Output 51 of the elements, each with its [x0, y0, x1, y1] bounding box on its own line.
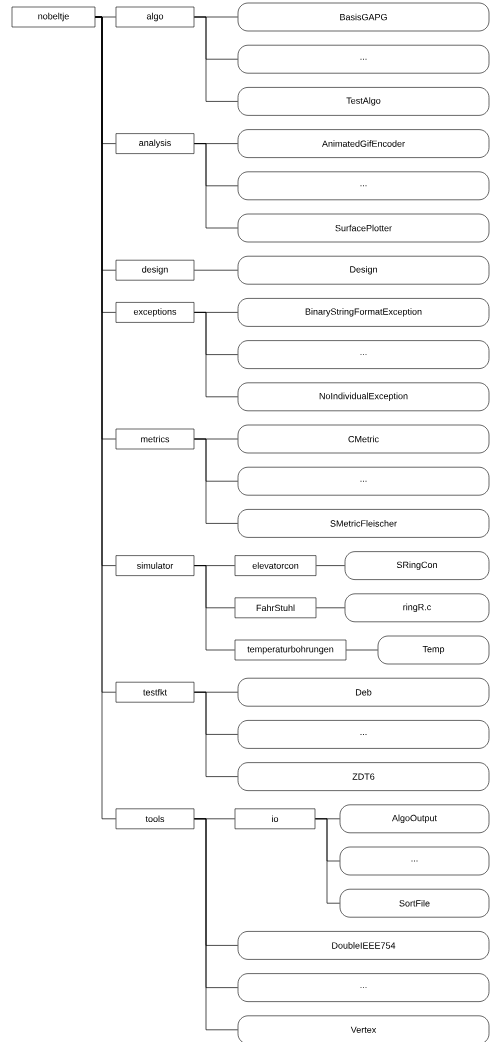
class-box: CMetric — [237, 424, 490, 454]
folder-box: FahrStuhl — [234, 597, 317, 619]
class-box: ringR.c — [344, 593, 490, 623]
connector-line — [193, 269, 239, 271]
class-box: SMetricFleischer — [237, 509, 490, 538]
folder-box: tools — [115, 808, 195, 830]
class-box: Temp — [377, 635, 490, 665]
folder-box: analysis — [115, 133, 195, 154]
class-box: DoubleIEEE754 — [237, 931, 490, 960]
class-box: SurfacePlotter — [237, 213, 490, 243]
folder-box: nobeltje — [11, 6, 96, 28]
class-box: SortFile — [339, 888, 490, 918]
connector-line — [193, 438, 239, 524]
class-box: NoIndividualException — [237, 382, 490, 412]
class-box: ... — [237, 973, 490, 1002]
class-box: ... — [339, 846, 490, 876]
folder-box: metrics — [115, 428, 195, 450]
folder-box: elevatorcon — [234, 555, 317, 576]
class-box: ... — [237, 466, 490, 496]
class-box: Design — [237, 255, 490, 285]
folder-box: algo — [115, 6, 195, 28]
class-box: SRingCon — [344, 551, 490, 580]
folder-box: testfkt — [115, 681, 195, 703]
connector-line — [345, 649, 379, 651]
class-box: Vertex — [237, 1015, 490, 1042]
class-box: ZDT6 — [237, 762, 490, 791]
class-box: ... — [237, 340, 490, 369]
connector-line — [315, 565, 346, 566]
connector-line — [193, 312, 239, 398]
connector-line — [193, 565, 236, 651]
class-box: BinaryStringFormatException — [237, 298, 490, 327]
folder-box: temperaturbohrungen — [234, 639, 347, 661]
class-box: ... — [237, 171, 490, 201]
class-box: ... — [237, 720, 490, 749]
class-box: TestAlgo — [237, 87, 490, 116]
folder-box: simulator — [115, 555, 195, 576]
folder-box: io — [234, 808, 316, 830]
connector-line — [94, 16, 117, 820]
folder-box: exceptions — [115, 302, 195, 323]
connector-line — [193, 818, 239, 1031]
connector-line — [193, 16, 239, 102]
class-box: AnimatedGifEncoder — [237, 129, 490, 158]
class-box: AlgoOutput — [339, 804, 490, 834]
connector-line — [314, 818, 341, 904]
connector-line — [193, 143, 239, 229]
class-box: ... — [237, 44, 490, 74]
connector-line — [193, 691, 239, 777]
folder-box: design — [115, 259, 195, 281]
connector-line — [315, 607, 346, 609]
class-box: BasisGAPG — [237, 2, 490, 32]
class-box: Deb — [237, 677, 490, 707]
